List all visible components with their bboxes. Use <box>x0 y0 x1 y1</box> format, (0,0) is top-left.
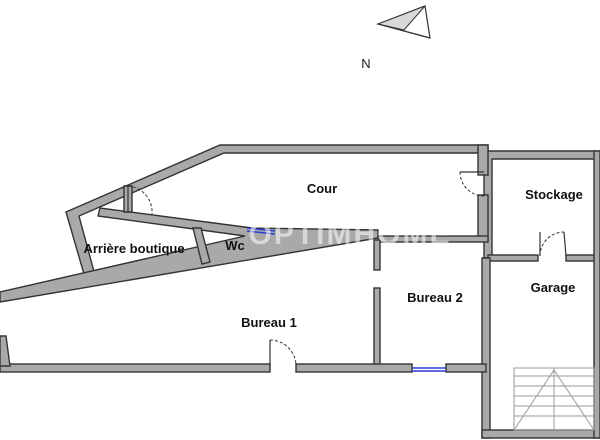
room-label-bureau-2: Bureau 2 <box>407 290 463 305</box>
windows <box>246 227 446 372</box>
room-label-bureau-1: Bureau 1 <box>241 315 297 330</box>
room-label-wc: Wc <box>225 238 245 253</box>
north-label: N <box>361 56 370 71</box>
room-label-garage: Garage <box>531 280 576 295</box>
north-arrow-icon <box>376 5 431 39</box>
watermark: OPTIMHOME <box>249 218 452 251</box>
door-cour <box>459 171 485 197</box>
room-label-cour: Cour <box>307 181 337 196</box>
door-garage <box>539 231 567 257</box>
walls <box>0 144 600 439</box>
stairs-icon <box>513 367 595 431</box>
room-label-arriere-boutique: Arrière boutique <box>83 241 184 256</box>
room-label-stockage: Stockage <box>525 187 583 202</box>
door-bureau-1 <box>269 339 297 367</box>
door-arriere-boutique <box>127 185 153 215</box>
